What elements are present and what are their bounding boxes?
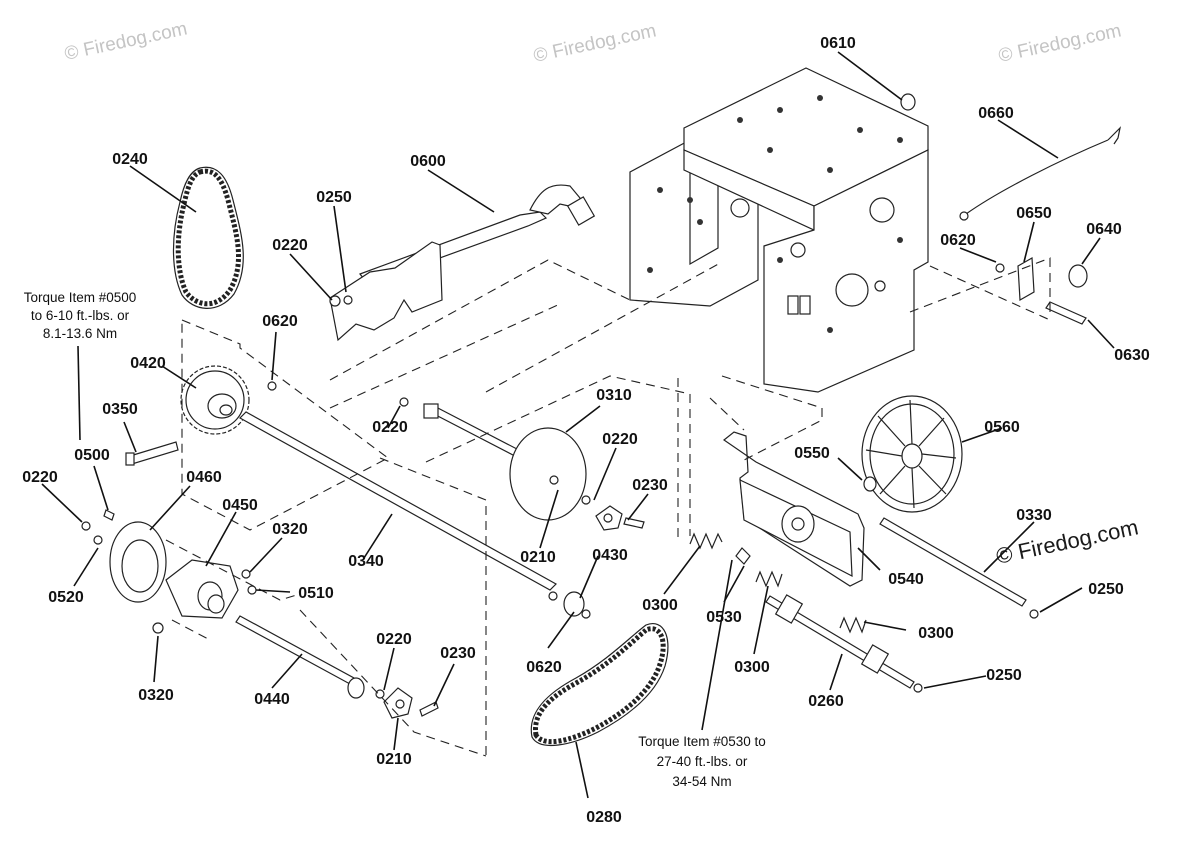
callout-0440: 0440 bbox=[254, 691, 290, 708]
drive-chain-lower bbox=[530, 623, 669, 746]
main-frame bbox=[629, 67, 929, 393]
watermark-top-center: © Firedog.com bbox=[532, 20, 659, 67]
torque-note-0500: Torque Item #0500 to 6-10 ft.-lbs. or 8.… bbox=[24, 290, 137, 341]
nut-0620-left bbox=[267, 381, 277, 391]
torque-note-0530-line3: 34-54 Nm bbox=[672, 774, 731, 789]
callout-0240: 0240 bbox=[112, 151, 148, 168]
springs bbox=[689, 532, 867, 634]
washers-left bbox=[81, 509, 257, 634]
callout-0500: 0500 bbox=[74, 447, 110, 464]
long-shaft bbox=[239, 411, 558, 601]
shift-lever bbox=[329, 184, 596, 342]
sprocket bbox=[180, 365, 250, 435]
torque-note-0530-line2: 27-40 ft.-lbs. or bbox=[657, 754, 748, 769]
callout-0620-right: 0620 bbox=[940, 232, 976, 249]
callout-0220-lower: 0220 bbox=[376, 631, 412, 648]
callout-0550: 0550 bbox=[794, 445, 830, 462]
callout-0540: 0540 bbox=[888, 571, 924, 588]
torque-note-0500-line3: 8.1-13.6 Nm bbox=[43, 326, 117, 341]
watermark-top-left: © Firedog.com bbox=[63, 18, 190, 65]
callout-0260: 0260 bbox=[808, 693, 844, 710]
callout-0560: 0560 bbox=[984, 419, 1020, 436]
callout-0430: 0430 bbox=[592, 547, 628, 564]
callout-0310: 0310 bbox=[596, 387, 632, 404]
callout-0630: 0630 bbox=[1114, 347, 1150, 364]
callout-0300-right: 0300 bbox=[918, 625, 954, 642]
callout-0450: 0450 bbox=[222, 497, 258, 514]
callout-0230-lower: 0230 bbox=[440, 645, 476, 662]
callout-0210-upper: 0210 bbox=[520, 549, 556, 566]
friction-wheel-plate bbox=[722, 431, 865, 587]
callout-0650: 0650 bbox=[1016, 205, 1052, 222]
pin-0530 bbox=[735, 547, 751, 565]
callout-0460: 0460 bbox=[186, 469, 222, 486]
callout-0620-lower: 0620 bbox=[526, 659, 562, 676]
bolt-0350 bbox=[125, 441, 179, 466]
gear-housing-0450 bbox=[165, 559, 239, 619]
shift-rod bbox=[959, 126, 1121, 221]
callout-0320-upper: 0320 bbox=[272, 521, 308, 538]
bracket-nut-bolt bbox=[995, 256, 1088, 325]
drive-wheel bbox=[861, 395, 963, 513]
callout-0610: 0610 bbox=[820, 35, 856, 52]
leader-lines bbox=[41, 51, 1115, 799]
bearing-flange-0210-upper bbox=[581, 495, 645, 531]
torque-note-0500-line1: Torque Item #0500 bbox=[24, 290, 137, 305]
callout-0600: 0600 bbox=[410, 153, 446, 170]
bushing-0550 bbox=[863, 476, 877, 492]
callout-0530: 0530 bbox=[706, 609, 742, 626]
callout-0300-left: 0300 bbox=[642, 597, 678, 614]
callout-0220-left: 0220 bbox=[22, 469, 58, 486]
bearing-flange-0210-lower bbox=[383, 687, 439, 719]
drive-chain-upper bbox=[172, 166, 244, 309]
callout-0210-lower: 0210 bbox=[376, 751, 412, 768]
watermark-top-right: © Firedog.com bbox=[997, 20, 1124, 67]
callout-0220-mid: 0220 bbox=[372, 419, 408, 436]
shift-rod-0260 bbox=[765, 594, 923, 693]
callout-0220-disc: 0220 bbox=[602, 431, 638, 448]
shaft-0440 bbox=[235, 615, 385, 699]
callout-0230-upper: 0230 bbox=[632, 477, 668, 494]
torque-note-0530-line1: Torque Item #0530 to bbox=[638, 734, 766, 749]
callout-0620-left: 0620 bbox=[262, 313, 298, 330]
callout-labels: 0240 0600 0250 0220 0610 0660 0650 0640 … bbox=[22, 35, 1150, 826]
callout-0350: 0350 bbox=[102, 401, 138, 418]
bearing-flange-0460 bbox=[109, 521, 167, 603]
shaft-0330 bbox=[879, 517, 1039, 619]
callout-0320-lower: 0320 bbox=[138, 687, 174, 704]
callout-0250-low: 0250 bbox=[986, 667, 1022, 684]
callout-0640: 0640 bbox=[1086, 221, 1122, 238]
callout-0330: 0330 bbox=[1016, 507, 1052, 524]
callout-0220-top: 0220 bbox=[272, 237, 308, 254]
callout-0660: 0660 bbox=[978, 105, 1014, 122]
callout-0250-right: 0250 bbox=[1088, 581, 1124, 598]
friction-disc-shaft bbox=[399, 397, 587, 521]
callout-0510: 0510 bbox=[298, 585, 334, 602]
torque-note-0500-line2: to 6-10 ft.-lbs. or bbox=[31, 308, 130, 323]
callout-0520: 0520 bbox=[48, 589, 84, 606]
callout-0340: 0340 bbox=[348, 553, 384, 570]
callout-0280: 0280 bbox=[586, 809, 622, 826]
bearing-0430 bbox=[563, 591, 591, 619]
callout-0420: 0420 bbox=[130, 355, 166, 372]
grommet bbox=[900, 93, 916, 111]
callout-0250-top: 0250 bbox=[316, 189, 352, 206]
callout-0300-mid: 0300 bbox=[734, 659, 770, 676]
torque-note-0530: Torque Item #0530 to 27-40 ft.-lbs. or 3… bbox=[638, 734, 766, 789]
